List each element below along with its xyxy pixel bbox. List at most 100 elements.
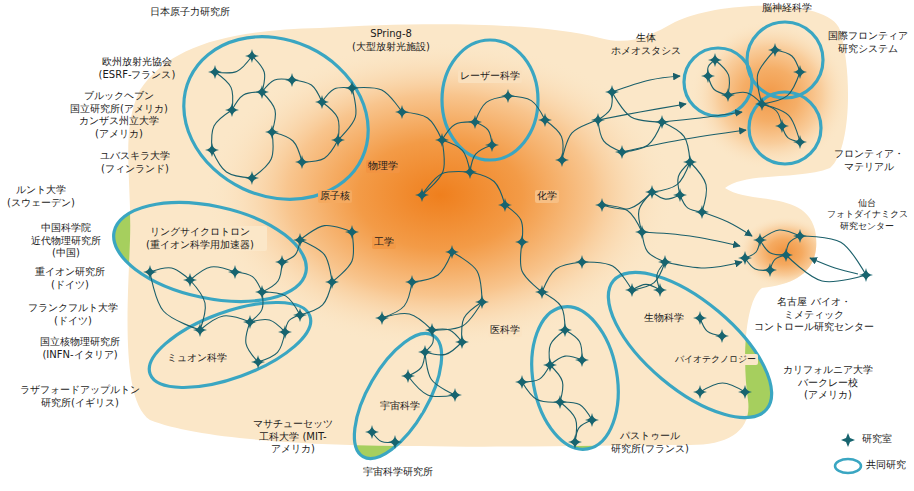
- lab-star: [325, 275, 339, 289]
- lab-star: [605, 85, 619, 99]
- institution-label: ブルックヘブン 国立研究所(アメリカ) カンザス州立大学 (アメリカ): [60, 90, 179, 140]
- lab-star: [635, 225, 649, 239]
- lab-link: [582, 262, 632, 290]
- lab-star: [695, 205, 709, 219]
- lab-star: [558, 323, 572, 337]
- lab-link: [775, 50, 800, 72]
- lab-star: [501, 89, 515, 103]
- lab-link: [770, 255, 786, 270]
- joint-research-ellipse: [105, 187, 316, 318]
- lab-star: [595, 198, 609, 212]
- lab-link: [382, 314, 432, 330]
- lab-link: [745, 240, 760, 258]
- lab-link: [522, 382, 560, 402]
- lab-star: [653, 283, 667, 297]
- institution-label: SPring-8 (大型放射光施設): [343, 28, 439, 53]
- lab-link: [508, 96, 545, 120]
- lab-link: [422, 172, 470, 195]
- lab-star: [475, 295, 489, 309]
- lab-star: [755, 97, 769, 111]
- lab-star: [543, 358, 557, 372]
- lab-link: [470, 145, 492, 172]
- lab-link: [322, 102, 339, 140]
- lab-star: [448, 388, 462, 402]
- flow-arrow: [642, 232, 740, 246]
- legend-text: 研究室: [862, 433, 892, 446]
- institution-label: 仙台 フォトダイナミクス 研究センター: [823, 198, 911, 232]
- institution-label: パストゥール 研究所(フランス): [606, 430, 694, 455]
- lab-star: [468, 115, 482, 129]
- joint-research-circle: [684, 48, 752, 116]
- lab-star: [143, 265, 157, 279]
- lab-link: [598, 92, 612, 120]
- lab-star: [435, 133, 449, 147]
- lab-link: [545, 120, 563, 160]
- lab-link: [338, 88, 356, 140]
- joint-research-ellipse: [521, 300, 629, 456]
- lab-link: [470, 172, 505, 205]
- lab-link: [560, 402, 576, 442]
- institution-label: フランクフルト大学 (ドイツ): [23, 302, 123, 327]
- lab-link: [408, 352, 425, 376]
- lab-star: [575, 255, 589, 269]
- lab-link: [292, 80, 322, 102]
- lab-star: [285, 73, 299, 87]
- lab-link: [200, 316, 250, 330]
- lab-link: [246, 322, 258, 362]
- institution-label: リングサイクロトロン (重イオン科学用加速器): [133, 226, 267, 251]
- lab-link: [728, 92, 762, 104]
- field-label: 脳神経科学: [760, 2, 814, 15]
- lab-link: [505, 205, 523, 242]
- lab-link: [475, 96, 508, 122]
- lab-star: [693, 385, 707, 399]
- lab-star: [245, 171, 259, 185]
- lab-star: [345, 225, 359, 239]
- institution-label: 国立核物理研究所 (INFN-イタリア): [33, 336, 127, 361]
- lab-link: [700, 383, 745, 392]
- lab-link: [652, 162, 690, 192]
- lab-star: [395, 105, 409, 119]
- lab-star: [295, 155, 309, 169]
- lab-link: [442, 140, 470, 172]
- lab-link: [680, 195, 702, 212]
- lab-star: [485, 138, 499, 152]
- lab-link: [250, 320, 285, 332]
- lab-link: [285, 315, 300, 332]
- lab-link: [598, 120, 622, 152]
- lab-star: [768, 43, 782, 57]
- lab-star: [498, 198, 512, 212]
- lab-star: [255, 285, 269, 299]
- lab-link: [432, 302, 482, 330]
- lab-star: [658, 255, 672, 269]
- lab-star: [738, 385, 752, 399]
- lab-link: [425, 352, 455, 395]
- lab-star: [568, 435, 582, 449]
- flow-arrow: [810, 258, 858, 274]
- field-label: レーザー科学: [458, 70, 522, 83]
- lab-star: [375, 311, 389, 325]
- lab-link: [475, 122, 492, 145]
- flow-arrow: [598, 104, 686, 120]
- flow-arrow: [612, 76, 680, 92]
- lab-link: [300, 240, 332, 282]
- lab-link: [190, 280, 205, 330]
- institution-label: ユバスキラ大学 (フィンランド): [93, 150, 177, 175]
- lab-star: [455, 335, 469, 349]
- lab-link: [412, 252, 452, 282]
- flow-arrow: [702, 212, 752, 236]
- joint-research-ellipse: [139, 285, 321, 405]
- lab-link: [215, 72, 233, 110]
- legend-ellipse-sample: [835, 459, 861, 473]
- lab-star: [693, 311, 707, 325]
- lab-link: [212, 150, 252, 178]
- lab-link: [262, 92, 275, 132]
- lab-link: [382, 282, 412, 318]
- lab-star: [388, 435, 402, 449]
- lab-link: [442, 122, 475, 140]
- lab-star: [625, 283, 639, 297]
- field-label: バイオテクノロジー: [673, 354, 758, 365]
- institution-label: ラザフォードアップルトン 研究所(イギリス): [16, 384, 144, 409]
- lab-star: [615, 145, 629, 159]
- lab-star: [183, 273, 197, 287]
- lab-link: [252, 56, 265, 92]
